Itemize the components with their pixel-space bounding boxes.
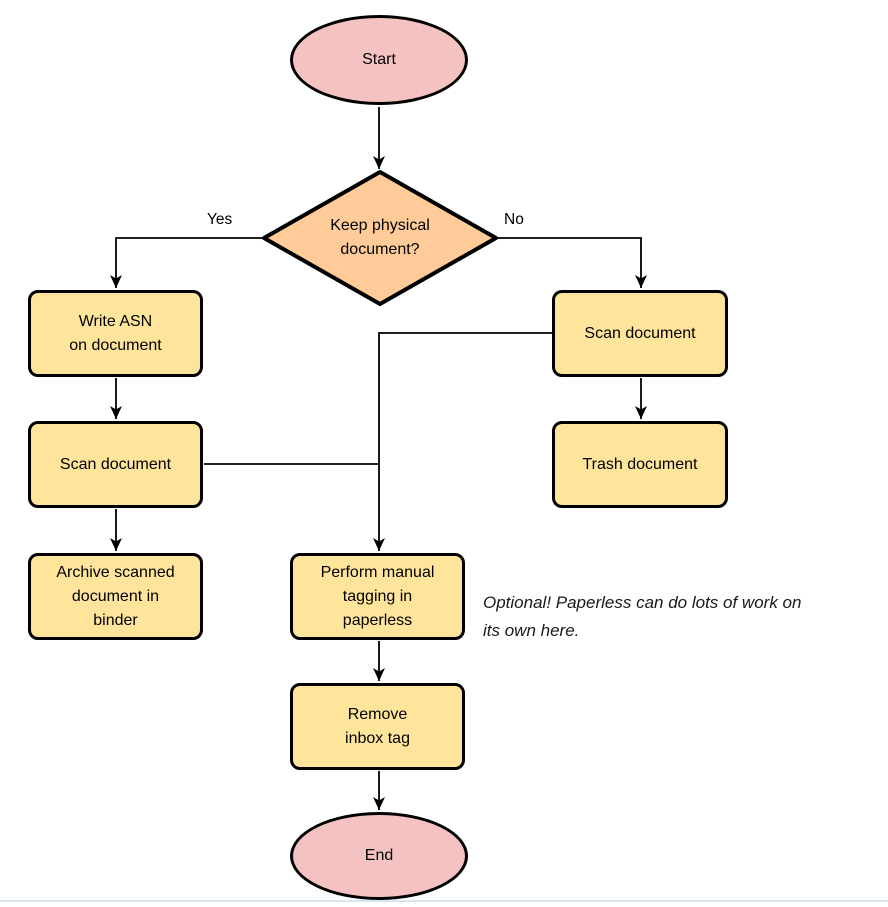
node-scan-document-right-label: Scan document: [584, 324, 696, 342]
node-remove-inbox-tag: Remove inbox tag: [290, 683, 465, 770]
node-start: Start: [290, 15, 468, 105]
node-end-label: End: [364, 847, 394, 864]
node-scan-document-left: Scan document: [28, 421, 203, 508]
node-trash-document: Trash document: [552, 421, 728, 508]
node-scan-document-left-label: Scan document: [59, 455, 172, 473]
node-archive-binder: Archive scanned document in binder: [28, 553, 203, 640]
bottom-divider: [0, 900, 888, 902]
optional-note: Optional! Paperless can do lots of work …: [483, 593, 802, 640]
node-manual-tagging-label: Perform manual tagging in paperless: [320, 563, 435, 629]
node-write-asn: Write ASN on document: [28, 290, 203, 377]
node-write-asn-label: Write ASN on document: [69, 312, 162, 354]
edge-label-no: No: [504, 211, 524, 228]
edge-decision-yes-to-write-asn: [110, 237, 263, 288]
edge-scan-right-to-tagging: [373, 332, 553, 551]
node-archive-binder-label: Archive scanned document in binder: [56, 563, 175, 629]
node-start-label: Start: [362, 51, 396, 68]
node-decision-label: Keep physical document?: [330, 217, 430, 258]
node-scan-document-right: Scan document: [552, 290, 728, 377]
node-decision: Keep physical document?: [263, 171, 497, 305]
edge-decision-no-to-scan-right: [497, 237, 647, 288]
node-manual-tagging: Perform manual tagging in paperless: [290, 553, 465, 640]
node-end: End: [290, 812, 468, 900]
edge-label-yes: Yes: [207, 211, 233, 228]
node-remove-inbox-tag-label: Remove inbox tag: [345, 705, 410, 747]
node-trash-document-label: Trash document: [582, 455, 698, 473]
decision-diamond-shape: [262, 170, 498, 306]
